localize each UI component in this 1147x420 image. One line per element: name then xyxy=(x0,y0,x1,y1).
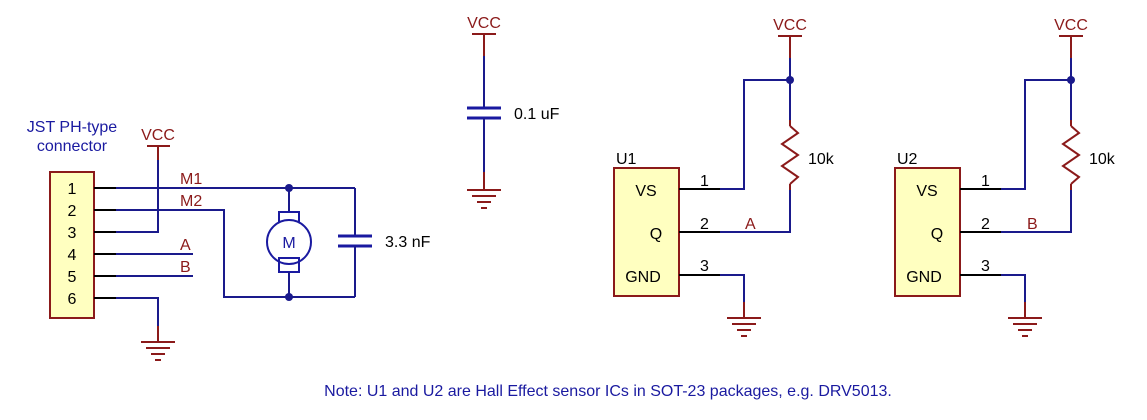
net-label-b: B xyxy=(180,259,191,276)
sensor-u1-output-label: A xyxy=(745,216,756,233)
sensor-u1-pin-gnd: GND xyxy=(625,269,661,286)
sensor-u2-pin-q: Q xyxy=(931,226,943,243)
sensor-u1: U1 VS Q GND 1 2 3 VCC xyxy=(613,17,807,337)
connector-pin-4: 4 xyxy=(68,247,77,264)
motor-symbol xyxy=(266,188,312,297)
connector-vcc-label: VCC xyxy=(141,127,175,144)
sensor-u1-body xyxy=(613,167,680,297)
sensor-u2-vcc-label: VCC xyxy=(1054,17,1088,34)
sensor-u2: U2 VS Q GND 1 2 3 VCC xyxy=(894,17,1088,337)
motor-label: M xyxy=(282,235,295,252)
junction-dot xyxy=(285,293,293,301)
motor-capacitor-symbol xyxy=(338,188,372,297)
connector-pin-5: 5 xyxy=(68,269,77,286)
sensor-u2-pin-gnd: GND xyxy=(906,269,942,286)
sensor-u2-ref: U2 xyxy=(897,151,918,168)
connector-pin-2: 2 xyxy=(68,203,77,220)
connector-ground-symbol xyxy=(141,326,175,361)
connector-vcc-symbol xyxy=(147,145,170,160)
sensor-u2-pin-vs: VS xyxy=(916,183,937,200)
sensor-u1-pin-vs: VS xyxy=(635,183,656,200)
motor-capacitor-value: 3.3 nF xyxy=(385,234,431,251)
connector-pin-1: 1 xyxy=(68,181,77,198)
connector-pin-3: 3 xyxy=(68,225,77,242)
sensor-u2-pin-num-2: 2 xyxy=(981,216,990,233)
net-label-a: A xyxy=(180,237,191,254)
junction-dot xyxy=(786,76,794,84)
connector-title-line2: connector xyxy=(37,138,108,155)
net-label-m1: M1 xyxy=(180,171,202,188)
connector-pin-6: 6 xyxy=(68,291,77,308)
net-label-m2: M2 xyxy=(180,193,202,210)
sensor-u2-pin-num-1: 1 xyxy=(981,173,990,190)
sensor-u2-body xyxy=(894,167,961,297)
sensor-u2-output-label: B xyxy=(1027,216,1038,233)
connector-pin-stubs xyxy=(94,187,116,299)
sensor-u1-vcc-label: VCC xyxy=(773,17,807,34)
decoupling-capacitor-symbol xyxy=(467,33,501,209)
sensor-u1-pin-num-2: 2 xyxy=(700,216,709,233)
connector-title-line1: JST PH-type xyxy=(27,119,118,136)
connector-body xyxy=(49,171,95,319)
sensor-u1-pin-num-1: 1 xyxy=(700,173,709,190)
sensor-u1-pin-q: Q xyxy=(650,226,662,243)
sensor-u2-resistor-value: 10k xyxy=(1089,151,1116,168)
sensor-u1-pin-num-3: 3 xyxy=(700,258,709,275)
sensor-u2-pin-num-3: 3 xyxy=(981,258,990,275)
sensor-u1-resistor-value: 10k xyxy=(808,151,835,168)
decoupling-capacitor-value: 0.1 uF xyxy=(514,106,560,123)
junction-dot xyxy=(285,184,293,192)
sensor-u1-ref: U1 xyxy=(616,151,637,168)
connector-wires xyxy=(116,160,355,326)
junction-dot xyxy=(1067,76,1075,84)
footnote: Note: U1 and U2 are Hall Effect sensor I… xyxy=(324,383,892,400)
decoupling-vcc-label: VCC xyxy=(467,15,501,32)
